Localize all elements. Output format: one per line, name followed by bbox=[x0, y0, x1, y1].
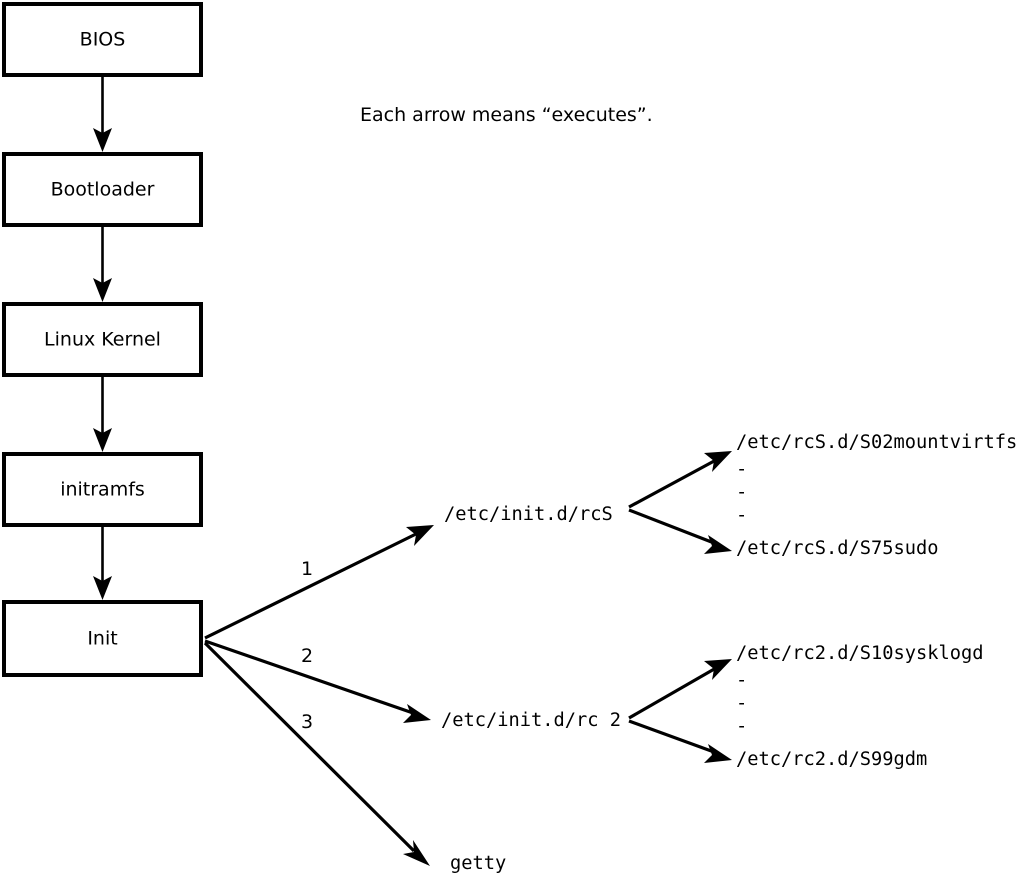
edge-number-2: 2 bbox=[301, 645, 313, 667]
node-label-initramfs: initramfs bbox=[60, 479, 145, 501]
rcs-ellipsis-dash-3: - bbox=[736, 505, 747, 526]
label-getty: getty bbox=[450, 853, 506, 874]
rc2-ellipsis-dash-1: - bbox=[736, 670, 747, 691]
arrowhead-bootloader-to-kernel bbox=[93, 278, 112, 302]
arrowhead-rcs-to-first-script bbox=[704, 451, 732, 472]
node-init: Init bbox=[2, 600, 203, 677]
arrowhead-rcs-to-last-script bbox=[704, 535, 732, 554]
arrow-rc2-to-first-script bbox=[628, 659, 732, 720]
arrow-rcs-to-last-script bbox=[628, 508, 732, 554]
rc2-ellipsis-dash-3: - bbox=[736, 716, 747, 737]
node-bootloader: Bootloader bbox=[2, 152, 203, 227]
node-linux-kernel: Linux Kernel bbox=[2, 302, 203, 377]
arrowhead-rc2-to-last-script bbox=[704, 744, 732, 763]
arrow-rcs-to-first-script bbox=[628, 451, 732, 509]
rcs-ellipsis-dash-2: - bbox=[736, 482, 747, 503]
arrow-init-branch-2: 2 bbox=[204, 639, 431, 723]
node-label-bios: BIOS bbox=[80, 29, 126, 51]
label-rc2-first-script: /etc/rc2.d/S10sysklogd bbox=[736, 643, 984, 664]
node-box-linux-kernel bbox=[2, 302, 203, 377]
arrowhead-init-branch-2 bbox=[403, 704, 431, 723]
label-rcs-first-script: /etc/rcS.d/S02mountvirtfs bbox=[736, 432, 1017, 453]
node-box-init bbox=[2, 600, 203, 677]
rc2-ellipsis-dash-2: - bbox=[736, 693, 747, 714]
arrowhead-kernel-to-initramfs bbox=[93, 428, 112, 452]
node-label-linux-kernel: Linux Kernel bbox=[44, 329, 161, 351]
arrow-bootloader-to-kernel bbox=[93, 227, 112, 302]
node-box-bootloader bbox=[2, 152, 203, 227]
node-label-init: Init bbox=[87, 628, 117, 650]
edge-number-3: 3 bbox=[301, 711, 313, 733]
label-rc2-last-script: /etc/rc2.d/S99gdm bbox=[736, 749, 927, 770]
label-init-d-rcs: /etc/init.d/rcS bbox=[444, 504, 613, 525]
label-init-d-rc2: /etc/init.d/rc 2 bbox=[441, 710, 621, 731]
arrowhead-bios-to-bootloader bbox=[93, 128, 112, 152]
node-bios: BIOS bbox=[2, 2, 203, 77]
arrowhead-initramfs-to-init bbox=[93, 576, 112, 600]
label-rcs-last-script: /etc/rcS.d/S75sudo bbox=[736, 538, 939, 559]
arrow-init-branch-3: 3 bbox=[203, 641, 430, 866]
node-box-bios bbox=[2, 2, 203, 77]
node-box-initramfs bbox=[2, 452, 203, 527]
arrow-initramfs-to-init bbox=[93, 527, 112, 600]
rcs-ellipsis-dash-1: - bbox=[736, 459, 747, 480]
arrow-init-branch-1: 1 bbox=[204, 525, 434, 640]
edge-number-1: 1 bbox=[301, 558, 313, 580]
node-initramfs: initramfs bbox=[2, 452, 203, 527]
arrow-kernel-to-initramfs bbox=[93, 377, 112, 452]
arrow-rc2-to-last-script bbox=[628, 719, 732, 763]
arrowhead-init-branch-1 bbox=[406, 525, 434, 546]
node-label-bootloader: Bootloader bbox=[51, 179, 155, 201]
arrowhead-rc2-to-first-script bbox=[704, 659, 732, 680]
diagram-caption: Each arrow means “executes”. bbox=[360, 104, 653, 126]
arrowhead-init-branch-3 bbox=[403, 840, 430, 866]
arrow-bios-to-bootloader bbox=[93, 77, 112, 152]
